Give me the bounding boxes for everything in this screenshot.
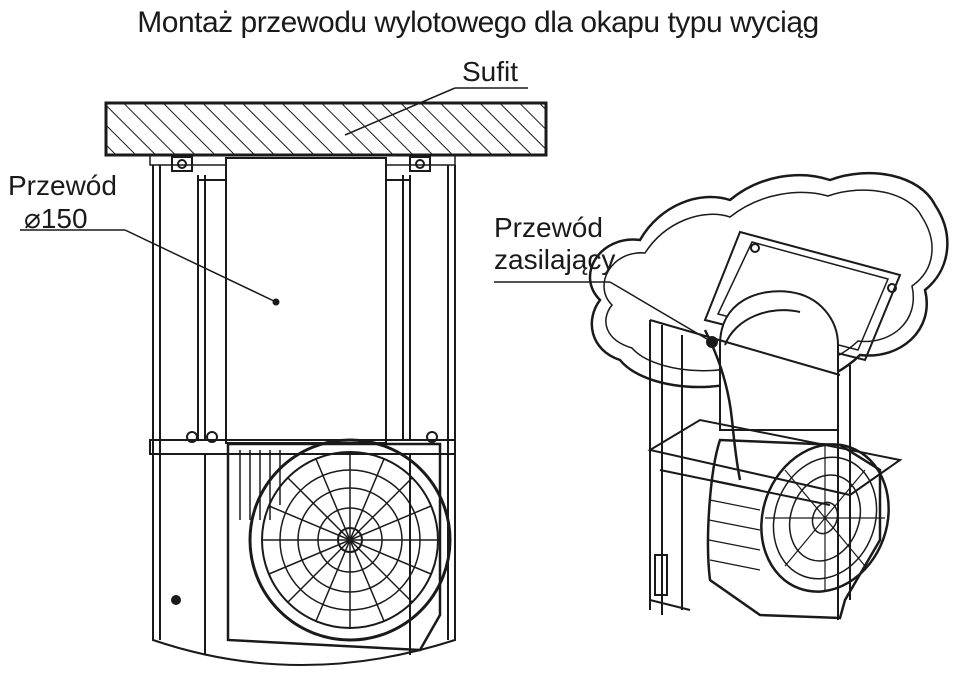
motor-perspective (706, 438, 882, 620)
perspective-view (588, 171, 949, 620)
ceiling-slab (104, 101, 548, 157)
power-cable-label-line2: zasilający (494, 244, 616, 275)
leader-lines-perspective (494, 281, 713, 343)
fan-perspective (760, 443, 890, 593)
motor-housing (226, 442, 442, 652)
ceiling-label: Sufit (462, 56, 519, 87)
leader-lines-front (20, 87, 528, 303)
diagram-title: Montaż przewodu wylotowego dla okapu typ… (137, 6, 819, 39)
exhaust-duct (225, 157, 387, 444)
duct-cylinder (719, 290, 839, 431)
fan-grille (248, 438, 452, 642)
ceiling-cutout (588, 171, 949, 389)
power-cable (703, 329, 742, 481)
front-view (104, 101, 548, 666)
power-cable-label: Przewód (494, 212, 603, 243)
duct-label: Przewód (8, 170, 117, 201)
duct-diameter-label: ⌀150 (24, 203, 88, 234)
